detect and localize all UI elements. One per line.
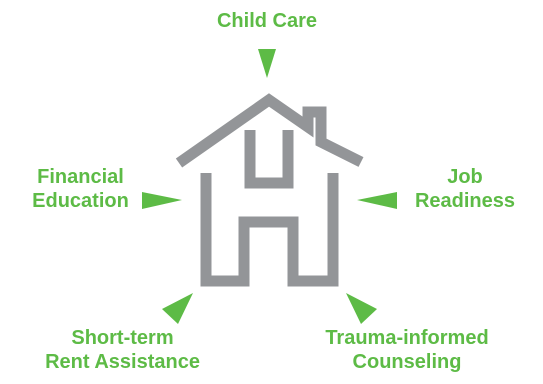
label-line: Job xyxy=(447,166,483,188)
house-window xyxy=(244,130,294,189)
label-short-term-rent-assistance: Short-term Rent Assistance xyxy=(20,326,225,374)
label-line: Trauma-informed xyxy=(325,327,489,349)
label-line: Education xyxy=(32,190,129,212)
arrow-short-term-rent xyxy=(162,293,193,324)
label-line: Readiness xyxy=(414,190,516,212)
label-line: Short-term xyxy=(71,327,174,349)
label-line: Rent Assistance xyxy=(45,351,200,373)
house-icon xyxy=(175,93,364,287)
house-body xyxy=(200,173,339,287)
label-job-readiness: Job Readiness xyxy=(400,165,530,213)
arrow-financial-education xyxy=(142,192,182,209)
label-line: Financial xyxy=(37,166,124,188)
label-line: Child Care xyxy=(216,10,318,32)
arrow-trauma-informed xyxy=(346,293,377,324)
label-financial-education: Financial Education xyxy=(13,165,148,213)
house-roof xyxy=(175,93,364,168)
arrows xyxy=(142,49,397,324)
label-trauma-informed-counseling: Trauma-informed Counseling xyxy=(297,326,517,374)
arrow-job-readiness xyxy=(357,192,397,209)
label-line: Counseling xyxy=(352,351,462,373)
label-child-care: Child Care xyxy=(207,9,327,33)
arrow-child-care xyxy=(258,49,276,78)
